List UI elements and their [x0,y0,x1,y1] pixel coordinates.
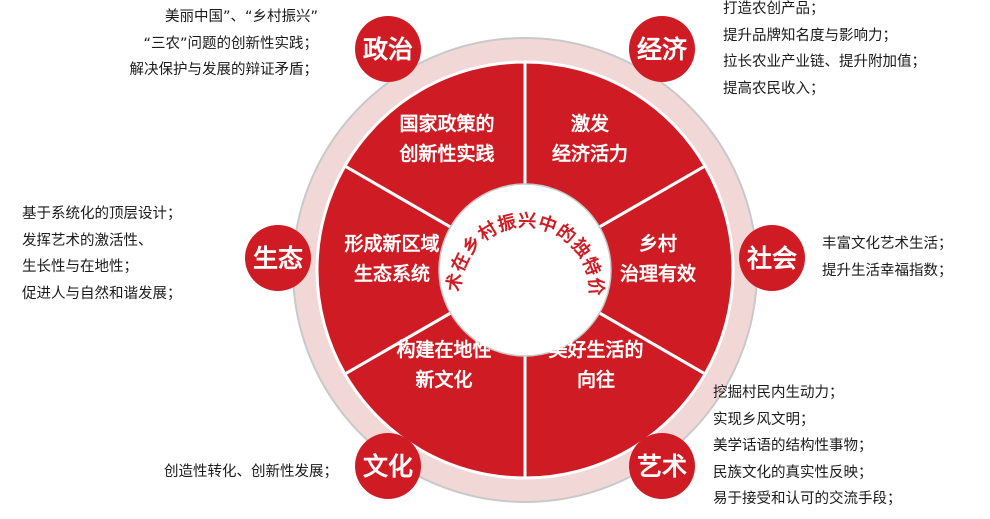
note-line: 发挥艺术的激活性、 [22,232,153,249]
badge-label: 生态 [253,244,303,273]
badge-ecology: 生态 [245,225,311,291]
sector-label-line: 创新性实践 [398,142,494,165]
sector-label-line: 经济活力 [552,142,628,165]
note-line: 提升品牌知名度与影响力； [723,27,897,44]
badge-circle [739,225,805,291]
sector-label-line: 新文化 [415,368,472,391]
sector-label-line: 激发 [571,112,610,135]
sector-label-line: 生态系统 [354,262,430,285]
note-line: 美学话语的结构性事物； [713,438,873,454]
sector-label-economy: 激发经济活力 [552,112,628,165]
note-line: 解决保护与发展的辩证矛盾； [129,62,319,78]
badge-label: 经济 [637,35,688,64]
center-disc [438,183,612,357]
note-line: 打造农创产品； [723,1,825,17]
note-line: 易于接受和认可的交流手段； [713,491,902,507]
badge-label: 艺术 [637,452,687,481]
badge-circle [355,433,421,499]
sector-label-line: 国家政策的 [399,112,494,135]
badge-politics: 政治 [355,16,421,82]
note-line: 实现乡风文明； [713,411,815,428]
sector-label-politics: 国家政策的创新性实践 [398,112,494,165]
sector-label-line: 向往 [577,368,615,391]
note-art: 挖掘村民内生动力； 实现乡风文明； 美学话语的结构性事物； 民族文化的真实性反映… [713,380,902,513]
sector-label-line: 构建在地性 [396,338,491,361]
note-society: 丰富文化艺术生活； 提升生活幸福指数； [822,231,953,284]
sector-label-culture: 构建在地性新文化 [396,338,491,391]
sector-label-art: 美好生活的向往 [548,338,643,391]
badge-circle [355,16,421,82]
note-line: 提升生活幸福指数； [822,262,953,279]
badge-society: 社会 [739,225,805,291]
badge-economy: 经济 [629,16,695,82]
note-economy: 打造农创产品； 提升品牌知名度与影响力； 拉长农业产业链、提升附加值； 提高农民… [723,0,926,102]
note-politics: 美丽中国”、“乡村振兴” “三农”问题的创新性实践； 解决保护与发展的辩证矛盾； [130,4,319,84]
note-line: 基于系统化的顶层设计； [22,206,182,222]
note-line: 挖掘村民内生动力； [713,385,844,401]
badge-circle [629,433,695,499]
note-line: “三农”问题的创新性实践； [143,35,318,52]
badge-circle [629,16,695,82]
badge-culture: 文化 [355,433,421,499]
sector-label-ecology: 形成新区域生态系统 [344,232,439,285]
note-culture: 创造性转化、创新性发展； [164,459,338,486]
note-line: 促进人与自然和谐发展； [22,285,182,302]
badge-label: 文化 [363,452,413,481]
sector-label-society: 乡村治理有效 [620,232,696,285]
note-line: 创造性转化、创新性发展； [164,464,338,480]
note-line: 拉长农业产业链、提升附加值； [723,54,926,70]
sector-label-line: 治理有效 [620,262,696,285]
sector-culture [315,164,527,376]
sector-label-line: 美好生活的 [548,338,643,361]
sector-economy [523,164,735,376]
badge-label: 政治 [363,35,413,64]
note-line: 美丽中国”、“乡村振兴” [164,9,318,25]
note-ecology: 基于系统化的顶层设计； 发挥艺术的激活性、 生长性与在地性； 促进人与自然和谐发… [22,201,182,307]
note-line: 丰富文化艺术生活； [822,236,953,252]
note-line: 民族文化的真实性反映； [713,464,873,481]
badge-art: 艺术 [629,433,695,499]
sector-label-line: 乡村 [639,232,677,255]
sector-label-line: 形成新区域 [344,232,439,255]
badge-circle [245,225,311,291]
note-line: 生长性与在地性； [22,259,138,275]
note-line: 提高农民收入； [723,80,825,97]
badge-label: 社会 [747,244,797,273]
